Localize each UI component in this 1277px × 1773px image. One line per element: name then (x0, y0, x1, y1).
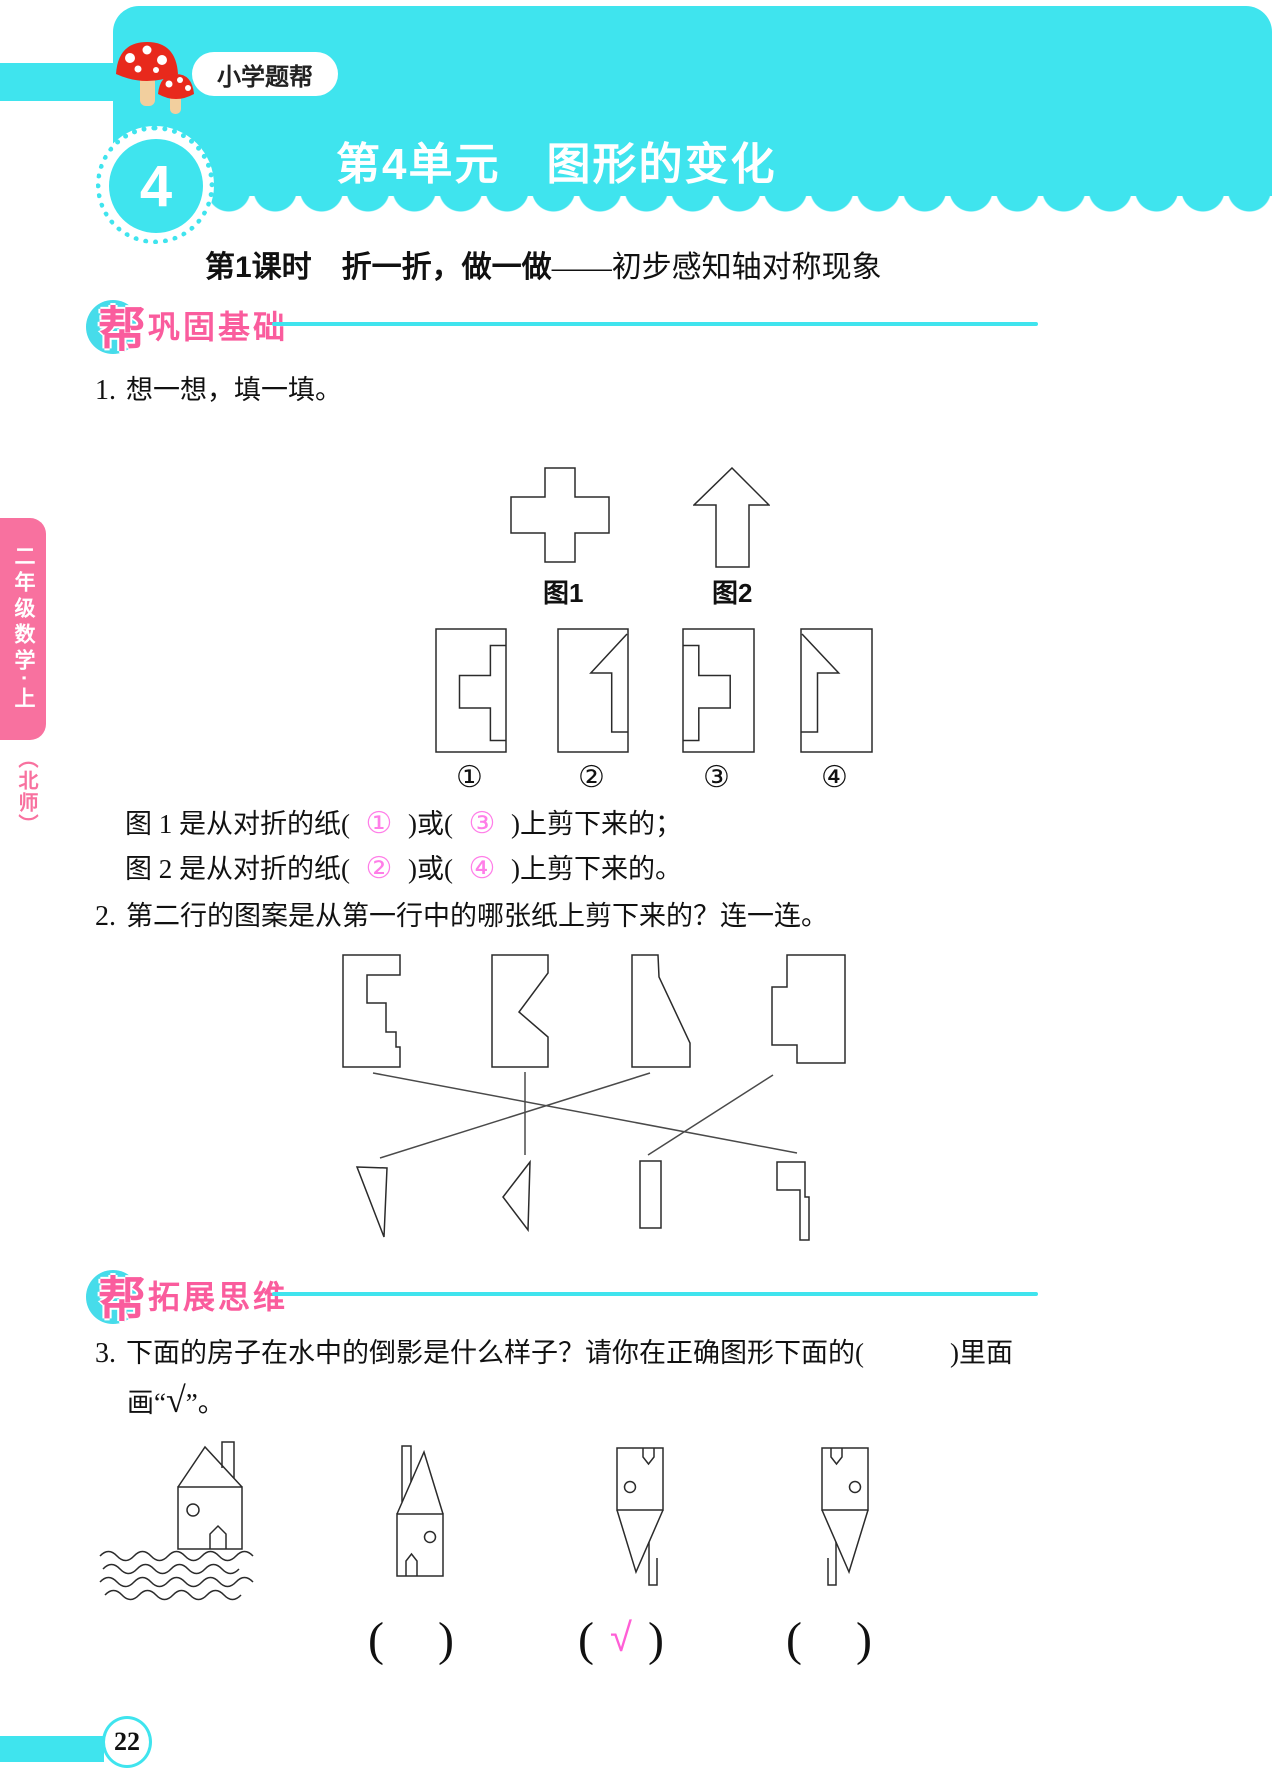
unit-number: 4 (139, 153, 173, 219)
figure-1-label: 图1 (543, 578, 584, 608)
connection-line-1-to-4 (372, 1072, 798, 1154)
door (405, 1552, 418, 1576)
banner-wave-edge (113, 194, 1272, 222)
badge-circle-icon (86, 1270, 140, 1324)
connection-line-3-to-1 (379, 1072, 651, 1159)
q2-top-paper-1 (342, 954, 401, 1068)
q3-check-a[interactable] (384, 1612, 438, 1616)
lesson-title-sub: ——初步感知轴对称现象 (551, 251, 882, 284)
answer-connection-lines (372, 1072, 798, 1159)
unit-title: 第4单元 图形的变化 (336, 140, 777, 189)
chimney-inverted (827, 1542, 837, 1586)
option-2-label: ② (578, 761, 605, 794)
house-choice-b (616, 1447, 664, 1586)
house-original-with-water (99, 1441, 254, 1601)
brand-label: 小学题帮 (217, 63, 313, 91)
chimney (221, 1441, 235, 1478)
badge-circle-icon (86, 300, 140, 354)
q2-top-paper-3 (631, 954, 691, 1068)
option-3-label: ③ (703, 761, 730, 794)
question-2-number: 2. (95, 901, 116, 932)
grade-label: 二年级数学·上 (12, 545, 35, 713)
q1-blank-2a[interactable]: ② (365, 852, 393, 885)
section-label-thinking: 拓展思维 (148, 1279, 289, 1315)
door-inverted (830, 1448, 843, 1466)
house-body (821, 1447, 869, 1511)
water-waves-icon (99, 1550, 254, 1601)
door-inverted (642, 1448, 655, 1466)
q2-bottom-piece-1 (355, 1166, 388, 1238)
house-choice-a (396, 1445, 444, 1577)
page-number-badge: 22 (102, 1716, 152, 1768)
paper-option-3 (682, 628, 755, 753)
q2-top-paper-4 (771, 954, 846, 1064)
roof (177, 1445, 243, 1488)
lesson-title: 第1课时 折一折，做一做——初步感知轴对称现象 (205, 242, 1085, 286)
q1-blank-1a[interactable]: ① (365, 807, 393, 840)
q2-matching-diagram (342, 954, 846, 1241)
chimney-inverted (648, 1542, 658, 1586)
q1-blank-1b[interactable]: ③ (468, 807, 496, 840)
sidebar-grade-tab: 二年级数学·上 (0, 518, 46, 740)
unit-banner (113, 6, 1272, 196)
roof-inverted (821, 1509, 869, 1575)
mushroom-logo-icon (116, 42, 194, 114)
option-4-label: ④ (821, 761, 848, 794)
q2-bottom-piece-3 (639, 1160, 662, 1229)
paper-option-4 (800, 628, 873, 753)
chimney (401, 1445, 412, 1502)
question-3-prompt-line2: 画“√”。 (127, 1380, 225, 1420)
question-1-prompt: 1.想一想，填一填。 (95, 375, 342, 406)
q1-answer-line-2: 图 2 是从对折的纸(②)或(④)上剪下来的。 (125, 852, 682, 885)
page-number: 22 (114, 1727, 140, 1756)
connection-line-4-to-3 (647, 1074, 774, 1156)
section-divider-line (272, 1292, 1038, 1296)
house-body (396, 1513, 444, 1577)
window (186, 1503, 200, 1517)
section-badge-thinking: 帮 拓展思维 (86, 1264, 706, 1328)
house-body (616, 1447, 664, 1511)
q3-answer-slot-a[interactable]: () (368, 1612, 454, 1666)
roof (396, 1449, 444, 1515)
q2-bottom-piece-2 (502, 1159, 531, 1233)
section-label-basics: 巩固基础 (148, 309, 289, 345)
window (848, 1480, 862, 1494)
window (423, 1530, 437, 1544)
footer-bar (0, 1736, 104, 1762)
lesson-title-main: 第1课时 折一折，做一做 (205, 251, 552, 284)
q3-answer-slot-b[interactable]: (√) (578, 1613, 664, 1666)
window (623, 1480, 637, 1494)
badge-char: 帮 (98, 1274, 147, 1327)
question-3-prompt-line1: 3.下面的房子在水中的倒影是什么样子？请你在正确图形下面的()里面 (95, 1338, 1013, 1369)
q1-answer-line-1: 图 1 是从对折的纸(①)或(③)上剪下来的； (125, 807, 682, 840)
question-1-number: 1. (95, 375, 116, 406)
question-3-number: 3. (95, 1338, 116, 1369)
unit-number-badge: 4 (109, 139, 203, 233)
section-divider-line (272, 322, 1038, 326)
sidebar-edition-label: （北师） (15, 748, 37, 836)
question-2-prompt: 2.第二行的图案是从第一行中的哪张纸上剪下来的？连一连。 (95, 901, 828, 932)
paper-option-2 (557, 628, 629, 753)
house-choice-c (821, 1447, 869, 1586)
q3-check-b[interactable]: √ (610, 1616, 632, 1660)
brand-pill: 小学题帮 (192, 52, 338, 96)
figure-1-cross-shape (510, 467, 610, 563)
paper-option-1 (435, 628, 507, 753)
roof-inverted (616, 1509, 664, 1575)
q1-blank-2b[interactable]: ④ (468, 852, 496, 885)
q2-top-paper-2 (491, 954, 549, 1068)
figure-2-label: 图2 (712, 578, 753, 608)
door (209, 1524, 227, 1549)
badge-char: 帮 (98, 304, 147, 357)
q3-answer-slot-c[interactable]: () (786, 1612, 872, 1666)
header-left-strip (0, 63, 120, 101)
q2-bottom-piece-4 (776, 1161, 810, 1241)
q3-check-c[interactable] (802, 1612, 856, 1616)
option-1-label: ① (456, 761, 483, 794)
figure-2-arrow-shape (693, 467, 770, 568)
section-badge-basics: 帮 巩固基础 (86, 294, 706, 358)
